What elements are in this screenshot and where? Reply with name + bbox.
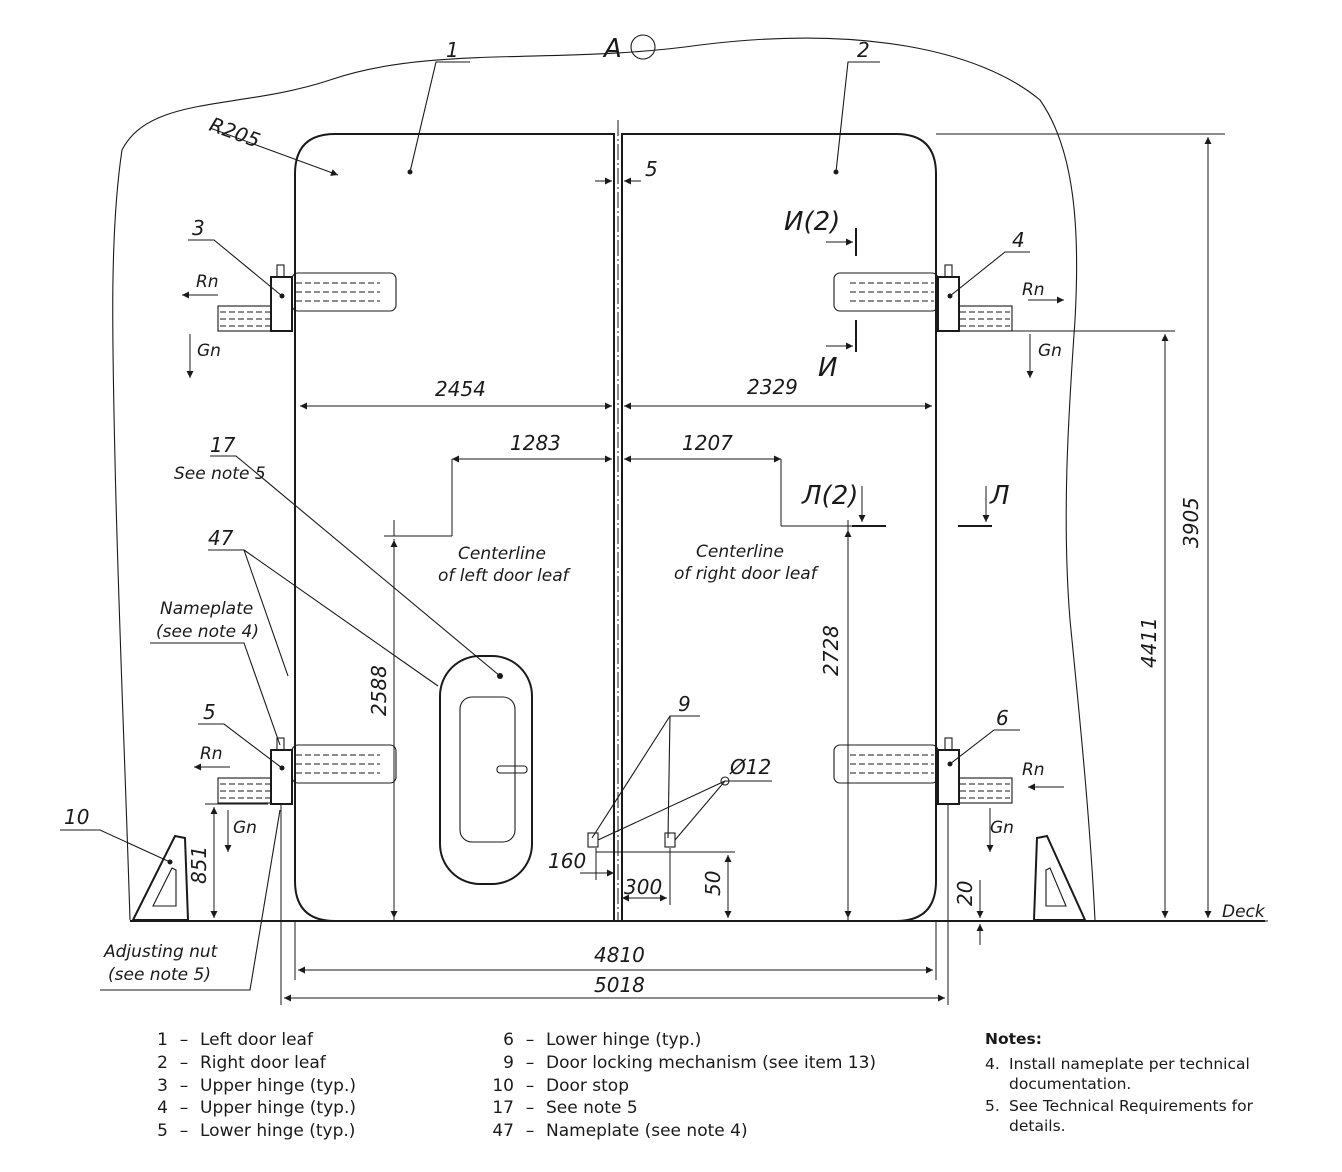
label-cl-right-1: Centerline <box>696 542 784 562</box>
callout-17: 17 <box>210 433 236 457</box>
door-stop-right <box>1032 834 1087 921</box>
dim-hole: Ø12 <box>729 755 771 779</box>
leader-6 <box>949 729 1020 765</box>
dim-300: 300 <box>624 875 662 899</box>
leader-12a <box>674 780 772 841</box>
upper-hinge-left <box>217 264 397 332</box>
dim-gap: 5 <box>645 157 658 181</box>
section-l-end-label: Л <box>989 481 1010 511</box>
radius-leader <box>209 127 339 176</box>
dim-20: 20 <box>953 881 977 906</box>
dim-radius: R205 <box>206 112 263 152</box>
callout-3: 3 <box>192 216 205 240</box>
callout-47: 47 <box>208 526 234 550</box>
leader-adjusting-nut <box>100 809 281 991</box>
dim-50: 50 <box>701 871 725 896</box>
callout-10: 10 <box>64 805 89 829</box>
callout-6: 6 <box>996 706 1009 730</box>
right-door-leaf <box>621 133 937 922</box>
upper-hinge-right <box>833 264 1013 332</box>
label-nameplate: Nameplate <box>160 599 253 619</box>
label-see-note5: See note 5 <box>174 464 266 484</box>
label-rn-lower-right: Rn <box>1022 760 1045 780</box>
label-rn-lower-left: Rn <box>200 744 223 764</box>
label-gn-lower-right: Gn <box>990 818 1014 838</box>
dim-4411: 4411 <box>1137 617 1161 668</box>
label-rn-upper-left: Rn <box>196 272 219 292</box>
leader-47b <box>243 549 439 687</box>
callout-9: 9 <box>678 692 691 716</box>
label-gn-lower-left: Gn <box>233 818 257 838</box>
callout-1: 1 <box>446 38 459 62</box>
legend-item: 10–Door stop <box>492 1075 629 1096</box>
label-adj-nut-2: (see note 5) <box>108 965 211 985</box>
dim-4810: 4810 <box>594 943 645 967</box>
leader-1 <box>409 61 470 173</box>
leader-5 <box>198 723 283 769</box>
left-door-leaf <box>294 133 615 922</box>
dim-851: 851 <box>187 846 211 884</box>
lower-hinge-left <box>217 737 397 805</box>
legend-item: 4–Upper hinge (typ.) <box>157 1098 356 1119</box>
dim-2329: 2329 <box>747 375 798 399</box>
label-cl-right-2: of right door leaf <box>674 564 820 584</box>
legend-item: 2–Right door leaf <box>157 1052 326 1073</box>
label-cl-left-1: Centerline <box>458 544 546 564</box>
break-outline <box>112 37 1096 921</box>
leader-4 <box>949 251 1030 297</box>
dim-1283: 1283 <box>510 431 561 455</box>
callout-5: 5 <box>203 700 216 724</box>
door-window <box>439 655 533 885</box>
leader-10 <box>60 829 171 863</box>
leader-2 <box>835 61 880 173</box>
dim-5018: 5018 <box>594 973 645 997</box>
legend-item: 17–See note 5 <box>492 1098 638 1119</box>
notes-title: Notes: <box>985 1030 1042 1048</box>
legend-right: 6–Lower hinge (typ.) 9–Door locking mech… <box>492 1029 876 1143</box>
callout-4: 4 <box>1012 228 1025 252</box>
leader-9a <box>591 715 700 839</box>
legend-item: 9–Door locking mechanism (see item 13) <box>503 1052 877 1073</box>
dim-2454: 2454 <box>435 377 486 401</box>
dim-1207: 1207 <box>682 431 733 455</box>
label-cl-left-2: of left door leaf <box>438 566 572 586</box>
callout-2: 2 <box>857 38 870 62</box>
section-i-end-label: И <box>818 353 837 383</box>
legend-left: 1–Left door leaf 2–Right door leaf 3–Upp… <box>146 1029 356 1143</box>
section-l-label: Л(2) <box>801 481 858 511</box>
legend-item: 5–Lower hinge (typ.) <box>157 1121 356 1142</box>
dim-2728: 2728 <box>819 625 843 676</box>
door-stop-left <box>131 834 190 921</box>
leader-9b <box>667 715 671 839</box>
label-rn-upper-right: Rn <box>1022 280 1045 300</box>
legend-item: 1–Left door leaf <box>157 1030 313 1050</box>
leader-17 <box>210 455 501 677</box>
legend-item: 3–Upper hinge (typ.) <box>157 1075 356 1096</box>
dim-3905: 3905 <box>1179 497 1203 548</box>
legend-item: 6–Lower hinge (typ.) <box>503 1030 702 1050</box>
note-item: 4.Install nameplate per technical docume… <box>985 1055 1250 1093</box>
view-a-circle <box>630 34 656 60</box>
label-deck: Deck <box>1222 902 1266 922</box>
note-item: 5.See Technical Requirements for details… <box>985 1097 1253 1135</box>
leader-nameplate <box>150 642 281 746</box>
leader-12b <box>597 780 726 841</box>
label-gn-upper-right: Gn <box>1038 341 1062 361</box>
section-i-label: И(2) <box>784 207 840 237</box>
label-see-note4: (see note 4) <box>156 622 259 642</box>
leader-3 <box>188 239 283 297</box>
lower-hinge-right <box>833 737 1013 805</box>
label-adj-nut-1: Adjusting nut <box>103 942 219 962</box>
notes-block: Notes: 4.Install nameplate per technical… <box>985 1030 1305 1138</box>
dim-2588: 2588 <box>367 665 391 716</box>
dim-160: 160 <box>548 849 586 873</box>
label-gn-upper-left: Gn <box>197 341 221 361</box>
view-a-label: А <box>602 34 622 64</box>
legend-item: 47–Nameplate (see note 4) <box>492 1121 748 1142</box>
